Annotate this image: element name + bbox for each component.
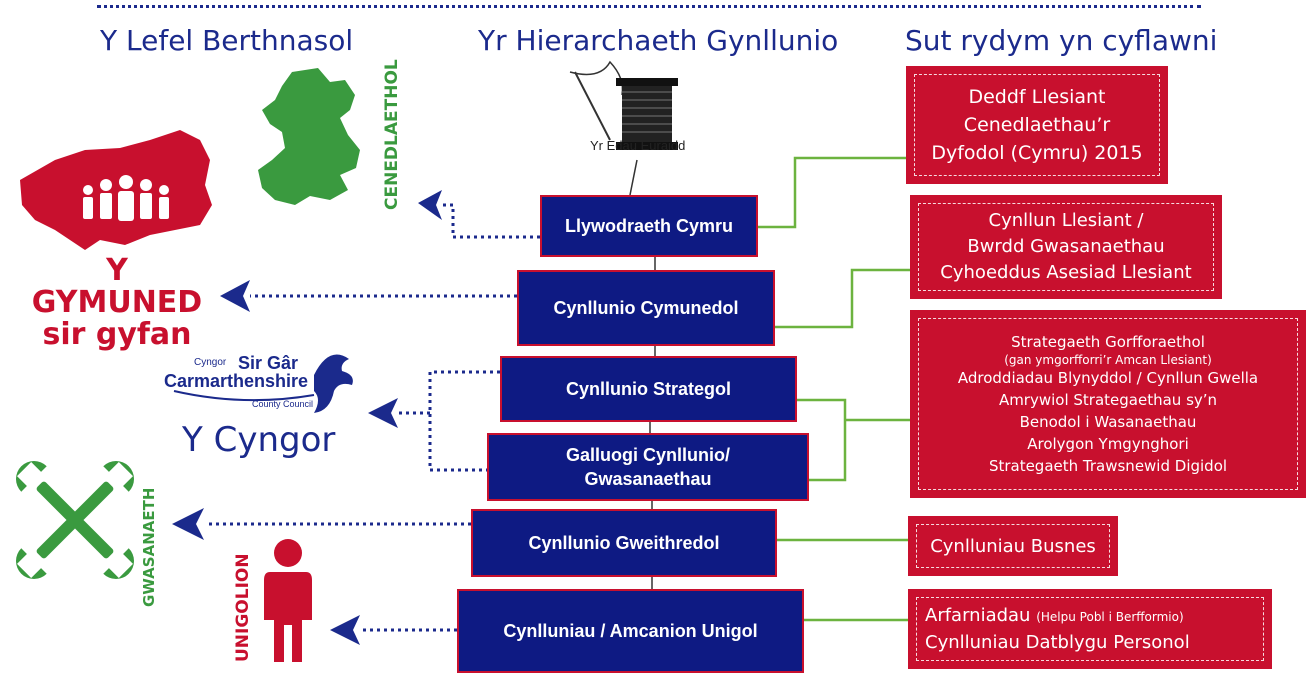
pyramid-label: Llywodraeth Cymru [564,216,734,236]
golden-thread-label: Yr Edau Euraidd [590,138,686,153]
box-appraisals: Arfarniadau (Helpu Pobl i Berfformio) Cy… [908,589,1272,669]
logo-english-name: Carmarthenshire [164,371,309,391]
box-line-note: (gan ymgorfforri’r Amcan Llesiant) [1004,353,1212,367]
box-line: Cenedlaethau’r [963,114,1111,136]
appraisals-note: (Helpu Pobl i Berfformio) [1036,609,1184,624]
box-line: Adroddiadau Blynyddol / Cynllun Gwella [957,369,1259,387]
logo-welsh-name: Sir Gâr [238,353,299,373]
appraisals-main: Arfarniadau [925,604,1031,626]
wales-map-icon [258,68,360,205]
pyramid-label-line1: Galluogi Cynllunio/ [566,445,730,465]
pyramid-individual-plans: Cynlluniau / Amcanion Unigol [457,589,804,673]
label-national: CENEDLAETHOL [382,59,402,210]
arrowheads [172,190,442,645]
top-dotted-rule [97,5,1201,8]
golden-thread-line [629,159,638,196]
pyramid-label-line2: Gwasanaethau [584,469,712,489]
box-wellbeing-act: Deddf Llesiant Cenedlaethau’r Dyfodol (C… [906,66,1168,184]
crossed-wrenches-icon [15,460,135,580]
box-line: Cynlluniau Busnes [930,535,1096,557]
needle-and-thread-icon [569,60,678,150]
label-individual: UNIGOLION [233,553,253,662]
box-line: Dyfodol (Cymru) 2015 [931,142,1143,164]
pyramid-community-planning: Cynllunio Cymunedol [517,270,775,346]
pyramid-label: Cynllunio Cymunedol [553,298,739,318]
heading-relevant-level: Y Lefel Berthnasol [100,24,354,57]
pyramid-enabling-planning: Galluogi Cynllunio/ Gwasanaethau [487,433,809,501]
box-business-plans: Cynlluniau Busnes [908,516,1118,576]
box-line: Strategaeth Gorfforaethol [1011,333,1205,351]
heading-planning-hierarchy: Yr Hierarchaeth Gynllunio [478,24,839,57]
county-map-icon [20,130,212,250]
box-line: Cyhoeddus Asesiad Llesiant [940,262,1192,283]
box-line: Strategaeth Trawsnewid Digidol [988,457,1228,475]
box-strategies: Strategaeth Gorfforaethol (gan ymgorffor… [910,310,1306,498]
box-line: Amrywiol Strategaethau sy’n [998,391,1218,409]
box-line: Benodol i Wasanaethau [1019,413,1197,431]
label-community: Y GYMUNED sir gyfan [22,255,212,351]
box-wellbeing-plan: Cynllun Llesiant / Bwrdd Gwasanaethau Cy… [910,195,1222,299]
heading-how-we-deliver: Sut rydym yn cyflawni [905,24,1218,57]
box-line: Cynlluniau Datblygu Personol [925,631,1190,653]
pyramid-label: Cynlluniau / Amcanion Unigol [503,621,758,641]
pyramid-strategic-planning: Cynllunio Strategol [500,356,797,422]
logo-small-text: Cyngor [194,357,227,368]
box-line: Deddf Llesiant [968,86,1106,108]
dragon-icon [173,354,353,413]
green-connectors [758,156,910,622]
box-line: Arolygon Ymgynghori [1027,435,1189,453]
box-line: Arfarniadau (Helpu Pobl i Berfformio) [925,603,1184,630]
pyramid-welsh-government: Llywodraeth Cymru [540,195,758,257]
box-line: Cynllun Llesiant / [988,210,1144,231]
pyramid-operational-planning: Cynllunio Gweithredol [471,509,777,577]
pyramid-label: Cynllunio Strategol [565,379,731,399]
label-council: Y Cyngor [182,420,336,460]
council-logo: Cyngor Sir Gâr Carmarthenshire County Co… [164,345,364,417]
label-community-line1: Y GYMUNED [31,253,203,320]
logo-sub-text: County Council [252,399,314,409]
dotted-arrow-connectors [205,203,540,632]
label-service: GWASANAETH [140,487,158,607]
pyramid-label: Cynllunio Gweithredol [528,533,720,553]
label-community-line2: sir gyfan [42,317,192,352]
person-icon [264,539,312,662]
box-line: Bwrdd Gwasanaethau [967,236,1165,257]
people-group-icon [83,175,169,221]
